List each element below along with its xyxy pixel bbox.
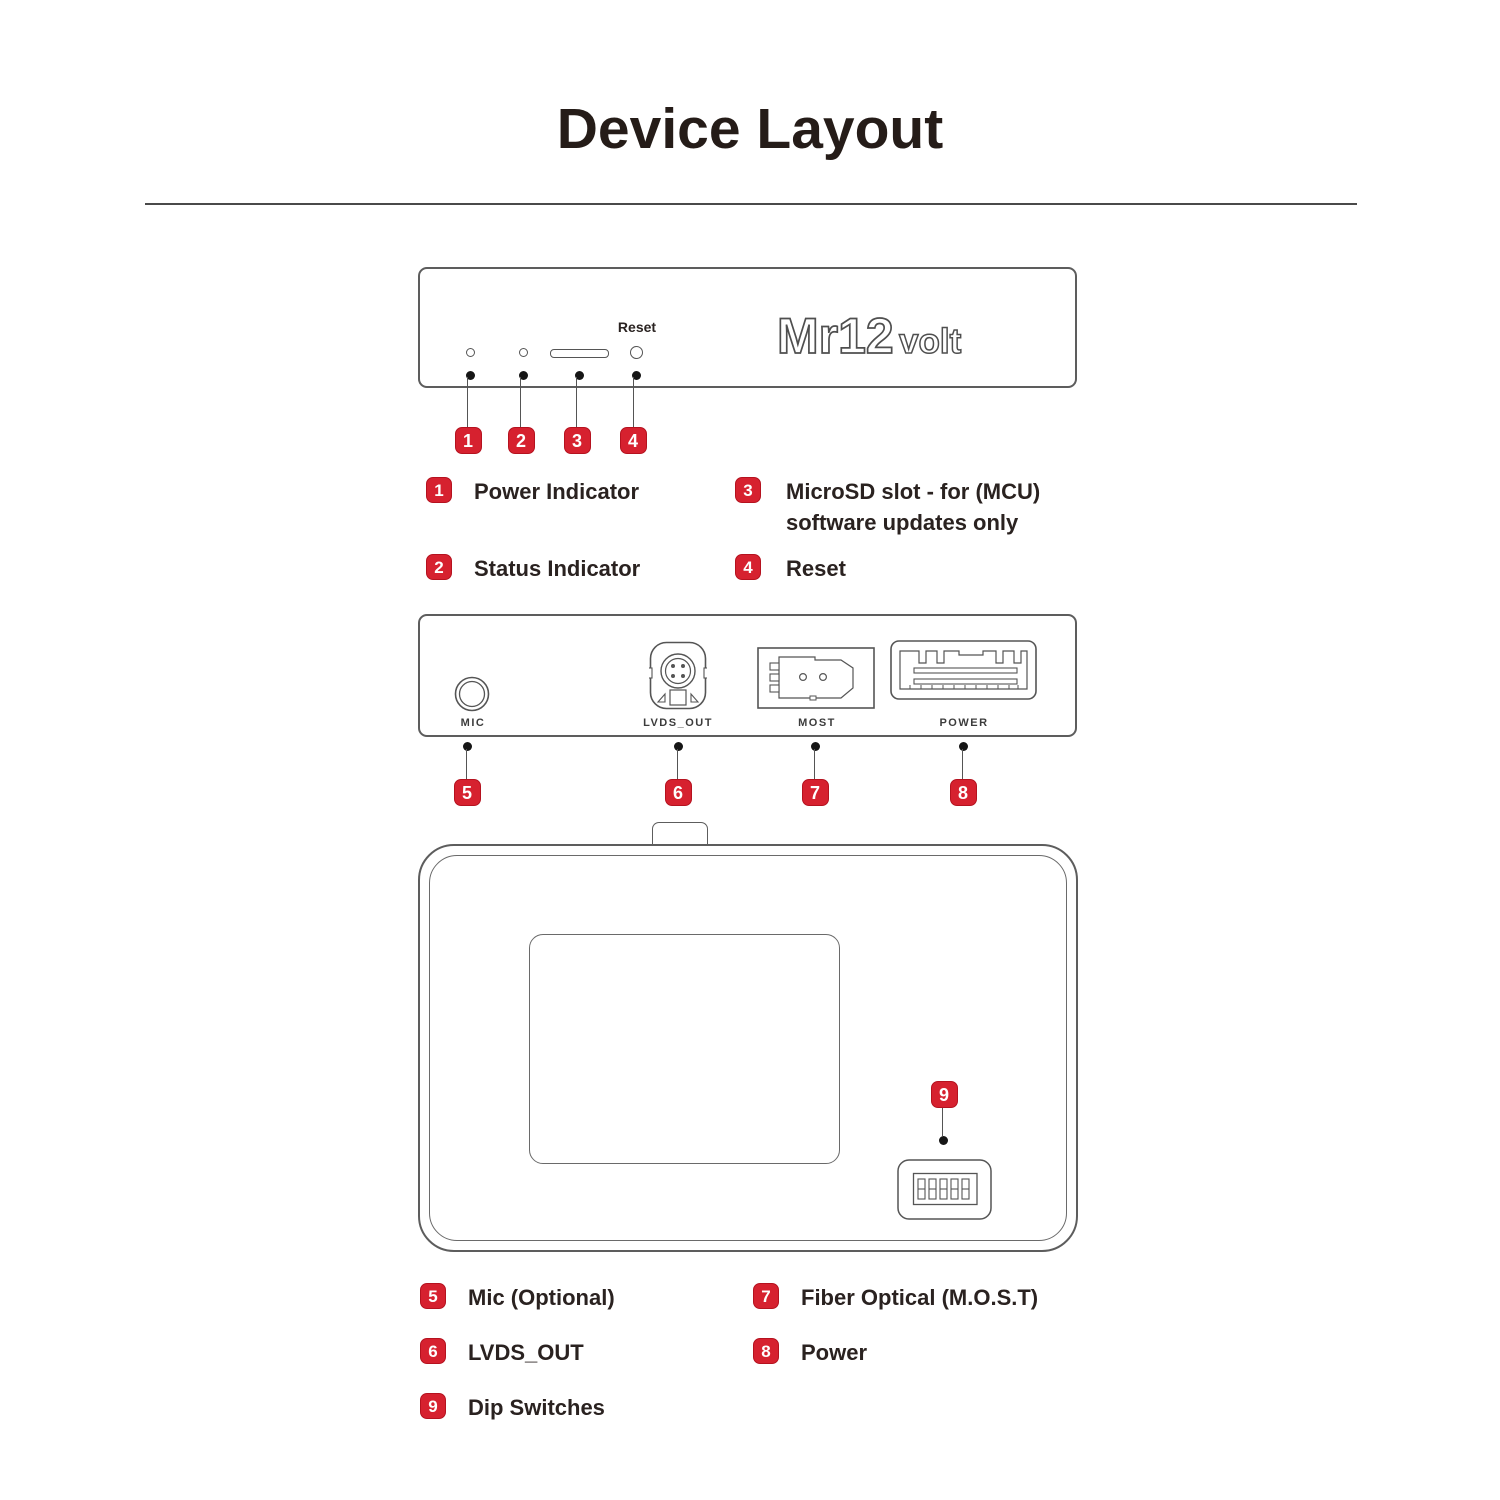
leader-dot	[958, 741, 968, 751]
leader-line	[814, 749, 815, 779]
leader-dot	[673, 741, 683, 751]
legend-label-status-indicator: Status Indicator	[474, 556, 641, 581]
leader-dot	[462, 741, 472, 751]
legend-label-lvds-out: LVDS_OUT	[468, 1340, 584, 1365]
leader-line	[942, 1108, 943, 1136]
reset-panel-label: Reset	[617, 319, 657, 335]
leader-dot	[631, 370, 641, 380]
marker-badge-7: 7	[801, 779, 829, 806]
marker-badge-3: 3	[563, 427, 591, 454]
power-port-label: POWER	[939, 717, 989, 729]
microsd-slot-icon	[550, 349, 609, 358]
leader-dot	[810, 741, 820, 751]
marker-badge-1: 1	[454, 427, 482, 454]
legend-badge-3: 3	[735, 477, 761, 503]
marker-badge-9: 9	[930, 1081, 958, 1108]
title-divider	[145, 203, 1357, 205]
legend-label-mic: Mic (Optional)	[468, 1285, 615, 1310]
leader-line	[466, 749, 467, 779]
front-panel-outline: Reset Mr12 volt	[418, 267, 1077, 388]
leader-line	[633, 377, 634, 427]
legend-label-fiber-optical: Fiber Optical (M.O.S.T)	[801, 1285, 1039, 1310]
rear-panel-outline: MIC LVDS_OUT MOST	[418, 614, 1077, 737]
marker-badge-2: 2	[507, 427, 535, 454]
leader-line	[520, 377, 521, 427]
leader-line	[576, 377, 577, 427]
most-connector-icon	[757, 647, 875, 709]
legend-label-microsd: MicroSD slot - for (MCU) software update…	[786, 479, 1041, 535]
legend-badge-9: 9	[420, 1393, 446, 1419]
leader-line	[467, 377, 468, 427]
top-tab-icon	[652, 822, 708, 846]
leader-line	[677, 749, 678, 779]
lvds-connector-icon	[649, 641, 707, 710]
leader-dot	[465, 370, 475, 380]
mr12volt-logo: Mr12 volt	[777, 311, 962, 363]
mic-jack-icon	[454, 676, 490, 712]
legend-badge-1: 1	[426, 477, 452, 503]
most-port-label: MOST	[798, 717, 836, 729]
top-view-screen-area	[529, 934, 840, 1164]
marker-badge-4: 4	[619, 427, 647, 454]
power-connector-icon	[890, 640, 1037, 700]
legend-badge-6: 6	[420, 1338, 446, 1364]
top-view-outline	[418, 844, 1078, 1252]
legend-label-reset: Reset	[786, 556, 846, 581]
leader-line	[962, 749, 963, 779]
leader-dot	[518, 370, 528, 380]
legend-label-power: Power	[801, 1340, 868, 1365]
legend-badge-8: 8	[753, 1338, 779, 1364]
top-view-inner-outline	[429, 855, 1067, 1241]
legend-badge-5: 5	[420, 1283, 446, 1309]
marker-badge-6: 6	[664, 779, 692, 806]
legend-badge-7: 7	[753, 1283, 779, 1309]
mic-port-label: MIC	[460, 717, 486, 729]
legend-label-power-indicator: Power Indicator	[474, 479, 640, 504]
dip-switch-icon	[897, 1159, 992, 1220]
marker-badge-8: 8	[949, 779, 977, 806]
leader-dot	[574, 370, 584, 380]
power-led-icon	[466, 348, 475, 357]
svg-text:Mr12: Mr12	[777, 311, 894, 363]
status-led-icon	[519, 348, 528, 357]
legend-badge-2: 2	[426, 554, 452, 580]
legend-badge-4: 4	[735, 554, 761, 580]
lvds-out-port-label: LVDS_OUT	[643, 717, 713, 729]
svg-text:volt: volt	[899, 322, 962, 361]
marker-badge-5: 5	[453, 779, 481, 806]
leader-dot	[938, 1135, 948, 1145]
legend-label-dip-switches: Dip Switches	[468, 1395, 605, 1420]
page-title: Device Layout	[556, 97, 944, 161]
reset-button-icon	[630, 346, 643, 359]
